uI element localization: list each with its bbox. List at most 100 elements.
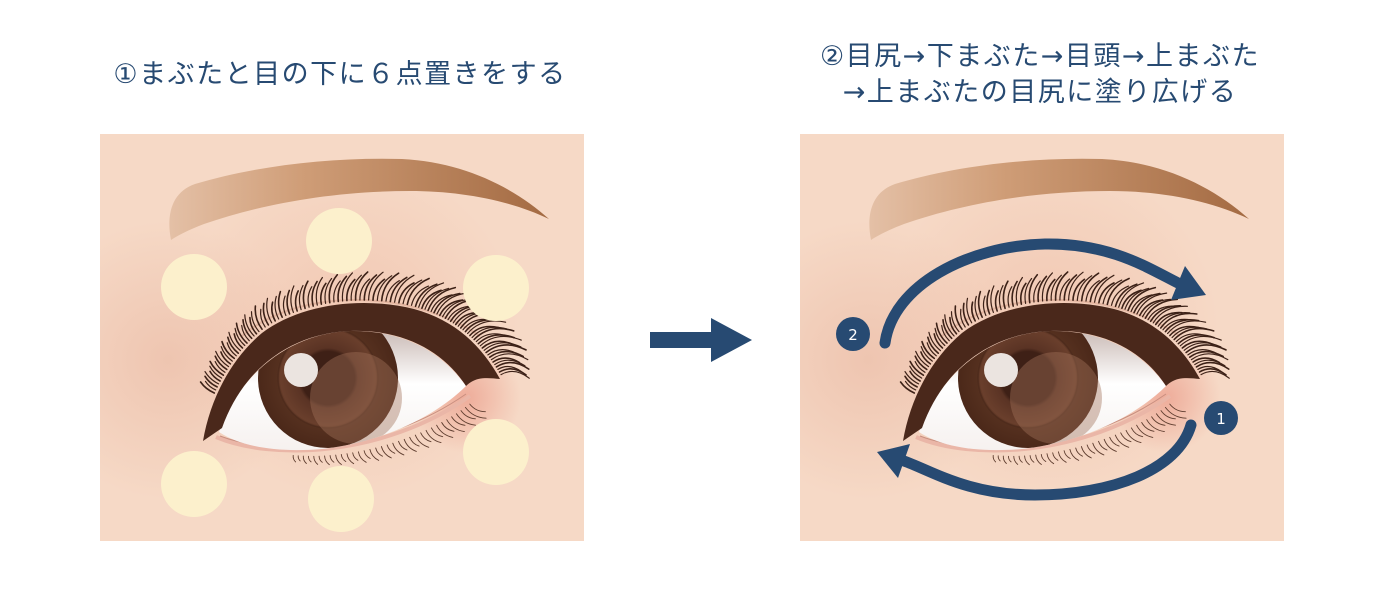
lower-lash (392, 442, 405, 456)
dot-lower-right (463, 419, 529, 485)
upper-lash (1028, 273, 1039, 304)
lower-lash (335, 454, 342, 465)
upper-lash (488, 350, 524, 358)
lower-lash (1086, 444, 1096, 454)
curved-arrow-right-icon (879, 238, 1206, 349)
upper-lash (1152, 305, 1188, 324)
upper-arrowhead (1171, 266, 1206, 300)
upper-lash (495, 361, 530, 370)
upper-lash (1094, 274, 1115, 303)
upper-lash (1050, 274, 1062, 301)
lower-lash (346, 453, 355, 465)
lower-lash (460, 410, 476, 420)
lower-lash (1046, 453, 1055, 465)
upper-lash (914, 355, 928, 371)
upper-lash (204, 375, 218, 388)
dot-lower-left (161, 451, 227, 517)
lower-lash (409, 436, 420, 447)
upper-lash (220, 351, 232, 365)
upper-lash (904, 380, 917, 391)
upper-lash (920, 346, 933, 362)
upper-lash (1124, 287, 1150, 310)
upper-lash (1080, 272, 1100, 302)
upper-lash (970, 301, 976, 322)
lower-lash (1069, 448, 1080, 461)
lower-lashes (992, 403, 1187, 466)
upper-lash (350, 274, 362, 301)
upper-lash (204, 371, 220, 385)
lower-lash (997, 455, 1001, 462)
upper-lash (909, 365, 923, 379)
upper-lash (290, 285, 295, 313)
lower-lash (313, 455, 319, 465)
lower-lash (318, 455, 323, 463)
upper-lash (1200, 370, 1230, 379)
panel-six-dots (100, 134, 584, 541)
upper-lash (302, 280, 309, 310)
upper-lash (220, 346, 233, 362)
upper-lash (1118, 282, 1145, 308)
upper-lash (282, 295, 287, 317)
upper-lash (1015, 276, 1023, 306)
upper-lash (389, 276, 408, 303)
upper-lash (994, 290, 999, 312)
dot-bottom (308, 466, 374, 532)
upper-lash (346, 278, 356, 302)
lower-lash (292, 454, 297, 463)
upper-lash (333, 280, 341, 303)
upper-lash (307, 286, 313, 308)
upper-lash (242, 319, 253, 340)
upper-lash (1136, 292, 1168, 315)
marker-circle (836, 317, 870, 351)
lower-lash (1136, 424, 1154, 438)
upper-stroke-path (879, 238, 1184, 349)
lower-lash (1114, 434, 1130, 448)
upper-lashes (899, 271, 1230, 394)
lower-lash (1040, 454, 1047, 462)
upper-lash (498, 368, 527, 376)
upper-lash (406, 277, 430, 306)
lower-lash (1013, 455, 1019, 465)
upper-lash (266, 297, 273, 324)
upper-lash (1110, 285, 1130, 306)
lower-arrowhead (877, 444, 910, 478)
upper-lash (1106, 277, 1130, 306)
upper-lash (376, 275, 393, 301)
upper-lash (226, 342, 237, 357)
upper-lash (982, 295, 987, 317)
upper-lash (928, 331, 941, 352)
lower-lash (297, 455, 301, 462)
lower-lash (1151, 416, 1166, 426)
upper-lash (372, 278, 386, 301)
upper-lash (421, 289, 442, 309)
upper-lash (1068, 271, 1084, 301)
lower-lash (1109, 436, 1120, 447)
lower-lash (357, 451, 367, 463)
upper-lash (1041, 272, 1053, 302)
upper-lash (1011, 280, 1018, 307)
upper-lash (1127, 286, 1157, 312)
upper-lash (418, 282, 445, 308)
lower-lash (1018, 455, 1023, 463)
upper-lash (235, 322, 248, 344)
lower-lash (451, 416, 466, 426)
lower-lash (1155, 413, 1176, 426)
upper-lash (1007, 286, 1013, 308)
upper-lash (1019, 282, 1027, 305)
upper-lash (949, 316, 958, 335)
upper-lash (1033, 280, 1041, 303)
upper-lash (1054, 271, 1069, 301)
upper-lash (926, 342, 937, 357)
upper-lash (249, 316, 258, 335)
upper-lash (1164, 319, 1200, 333)
lower-lash (464, 406, 487, 419)
lower-lash (363, 450, 371, 459)
upper-lash (199, 381, 216, 394)
upper-lash (328, 273, 339, 304)
upper-lash (904, 375, 918, 388)
upper-lash (359, 278, 371, 301)
upper-lash (270, 301, 276, 322)
lower-lash (1092, 442, 1105, 456)
upper-lash (944, 314, 955, 337)
